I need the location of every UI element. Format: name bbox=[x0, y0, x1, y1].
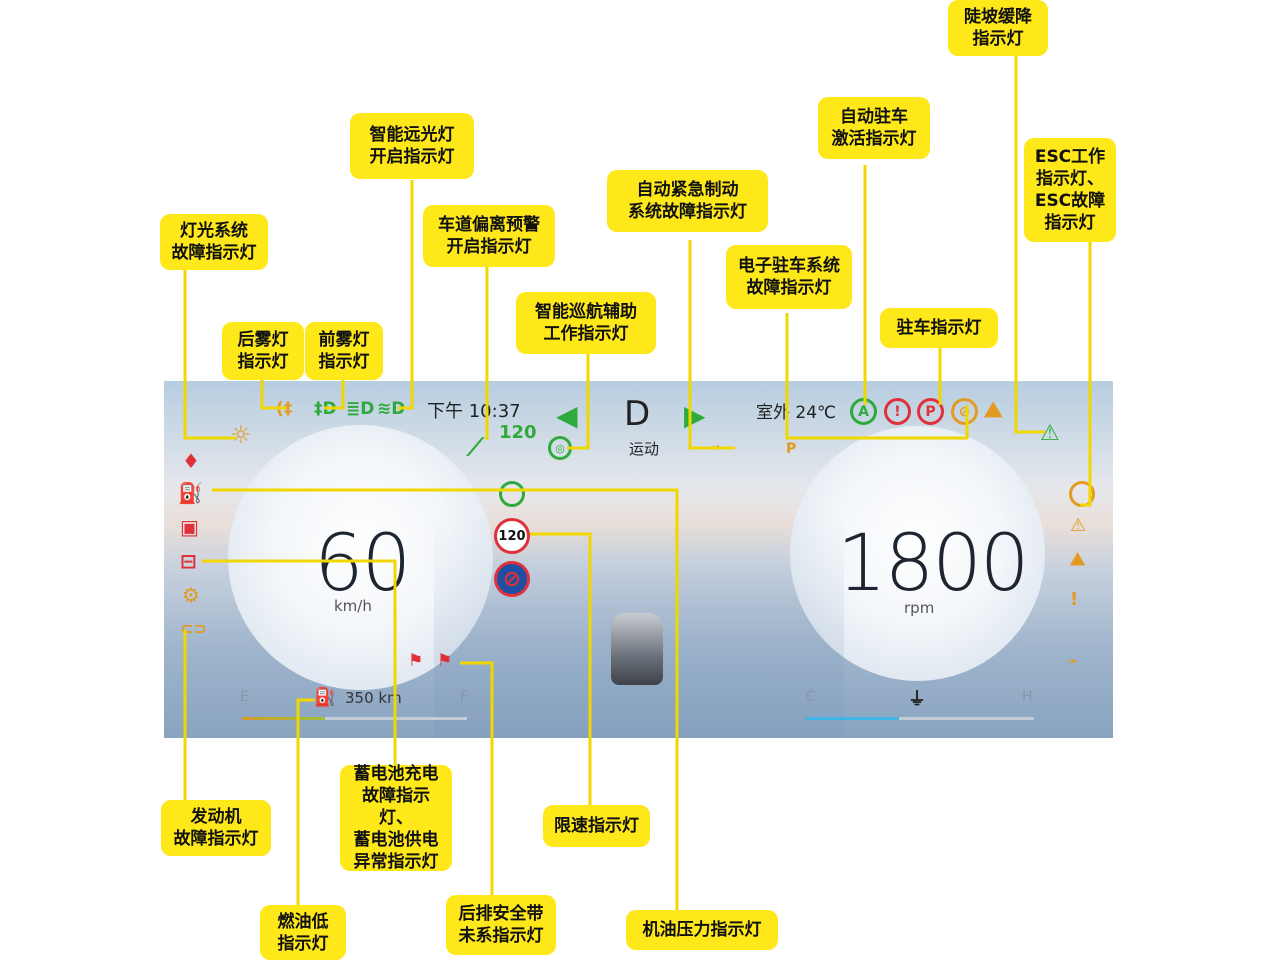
battery-fault-icon: ⊟ bbox=[180, 549, 197, 573]
callout-cruise: 智能巡航辅助 工作指示灯 bbox=[516, 292, 656, 354]
engine-fault-icon: ⊂⊃ bbox=[180, 619, 207, 638]
parking-off-icon: ⊘ bbox=[951, 398, 978, 425]
callout-auto-hold: 自动驻车 激活指示灯 bbox=[818, 97, 930, 159]
auto-high-beam-icon: ≋D bbox=[377, 399, 406, 419]
high-beam-icon: ≣D bbox=[346, 399, 375, 419]
gear-indicator: D bbox=[624, 394, 651, 434]
clock: 下午 10:37 bbox=[427, 401, 521, 422]
esc-icon: ⚠ bbox=[1040, 421, 1060, 446]
tachometer bbox=[790, 426, 1045, 681]
door-open-icon: ▣ bbox=[180, 515, 199, 539]
adaptive-cruise-ring-icon bbox=[499, 481, 525, 507]
brake-warning-icon: ! bbox=[884, 398, 911, 425]
temp-level-bar bbox=[806, 717, 899, 720]
airbag-warning-icon: ♦ bbox=[182, 449, 200, 473]
range-value: 350 km bbox=[345, 689, 402, 707]
fuel-pump-icon: ⛽ bbox=[314, 687, 337, 708]
drive-mode: 运动 bbox=[629, 440, 660, 458]
speed-unit: km/h bbox=[334, 597, 372, 615]
callout-epb-fault: 电子驻车系统 故障指示灯 bbox=[726, 245, 852, 309]
callout-hill-descent: 陡坡缓降 指示灯 bbox=[948, 0, 1048, 56]
callout-fuel-low: 燃油低 指示灯 bbox=[260, 905, 346, 960]
oil-pressure-icon: ⛽ bbox=[178, 481, 203, 505]
callout-speed-limit: 限速指示灯 bbox=[543, 805, 650, 847]
callout-high-beam: 智能远光灯 开启指示灯 bbox=[350, 113, 474, 179]
tire-pressure-icon: ! bbox=[1070, 589, 1079, 610]
coolant-temp-icon: ⏚ bbox=[908, 689, 926, 710]
callout-engine: 发动机 故障指示灯 bbox=[161, 800, 271, 856]
instrument-cluster: 下午 10:37 D 运动 室外 24℃ ◀ ▶ 60 km/h 1800 rp… bbox=[164, 381, 1113, 738]
callout-front-fog: 前雾灯 指示灯 bbox=[305, 322, 383, 380]
temp-track bbox=[806, 717, 1034, 720]
callout-esc: ESC工作 指示灯、 ESC故障 指示灯 bbox=[1024, 138, 1116, 242]
rear-fog-light-icon: (‡ bbox=[276, 399, 293, 419]
leader-high-beam bbox=[398, 180, 414, 410]
car-image bbox=[611, 613, 663, 685]
callout-lane-departure: 车道偏离预警 开启指示灯 bbox=[423, 205, 555, 267]
leader-hill-descent bbox=[1014, 55, 1045, 434]
callout-parking: 驻车指示灯 bbox=[880, 308, 998, 348]
traction-icon: ⛰ bbox=[1070, 549, 1086, 570]
fuel-full-label: F bbox=[460, 689, 469, 705]
callout-rear-fog: 后雾灯 指示灯 bbox=[222, 322, 304, 380]
no-parking-sign: ⊘ bbox=[494, 561, 530, 597]
rpm-unit: rpm bbox=[904, 599, 935, 617]
temp-hot-label: H bbox=[1022, 689, 1033, 705]
auto-hold-icon: A bbox=[850, 398, 877, 425]
callout-battery: 蓄电池充电 故障指示灯、 蓄电池供电 异常指示灯 bbox=[340, 764, 452, 872]
fuel-empty-label: E bbox=[240, 689, 249, 705]
turn-left-arrow-icon: ◀ bbox=[556, 399, 578, 432]
seatbelt-icon: ⚑ bbox=[408, 651, 424, 671]
esc-off-icon: ⚠ bbox=[1070, 515, 1087, 536]
aeb-fault-icon: ⌁ bbox=[712, 437, 723, 458]
callout-oil-pressure: 机油压力指示灯 bbox=[626, 910, 778, 950]
hill-descent-icon: ⛰ bbox=[984, 398, 1003, 423]
speed-limit-sign: 120 bbox=[494, 518, 530, 554]
light-system-fault-icon: ☼ bbox=[230, 421, 252, 449]
epb-fault-icon: P bbox=[786, 441, 797, 457]
speed-limit-assist-icon: 120 bbox=[499, 422, 537, 443]
speed-value: 60 bbox=[314, 519, 411, 609]
intelligent-cruise-icon: ◎ bbox=[548, 436, 572, 460]
speed-limit-assist-value: 120 bbox=[499, 422, 537, 443]
callout-light-fault: 灯光系统 故障指示灯 bbox=[160, 214, 268, 270]
parking-brake-icon: P bbox=[917, 398, 944, 425]
fuel-level-bar bbox=[242, 717, 325, 720]
glow-plug-icon: ⌁ bbox=[1068, 651, 1078, 670]
front-fog-light-icon: ‡D bbox=[314, 399, 337, 419]
turn-right-arrow-icon: ▶ bbox=[684, 399, 706, 432]
tpms-icon bbox=[1069, 481, 1095, 507]
outside-temperature: 室外 24℃ bbox=[756, 403, 837, 423]
callout-rear-belt: 后排安全带 未系指示灯 bbox=[446, 895, 556, 955]
transmission-fault-icon: ⚙ bbox=[182, 583, 200, 607]
callout-aeb-fault: 自动紧急制动 系统故障指示灯 bbox=[607, 170, 768, 232]
temp-cold-label: C bbox=[806, 689, 816, 705]
rear-seatbelt-icon: ⚑ bbox=[437, 651, 453, 671]
rpm-value: 1800 bbox=[837, 519, 1030, 609]
lane-departure-icon: ⟋ bbox=[467, 433, 484, 461]
